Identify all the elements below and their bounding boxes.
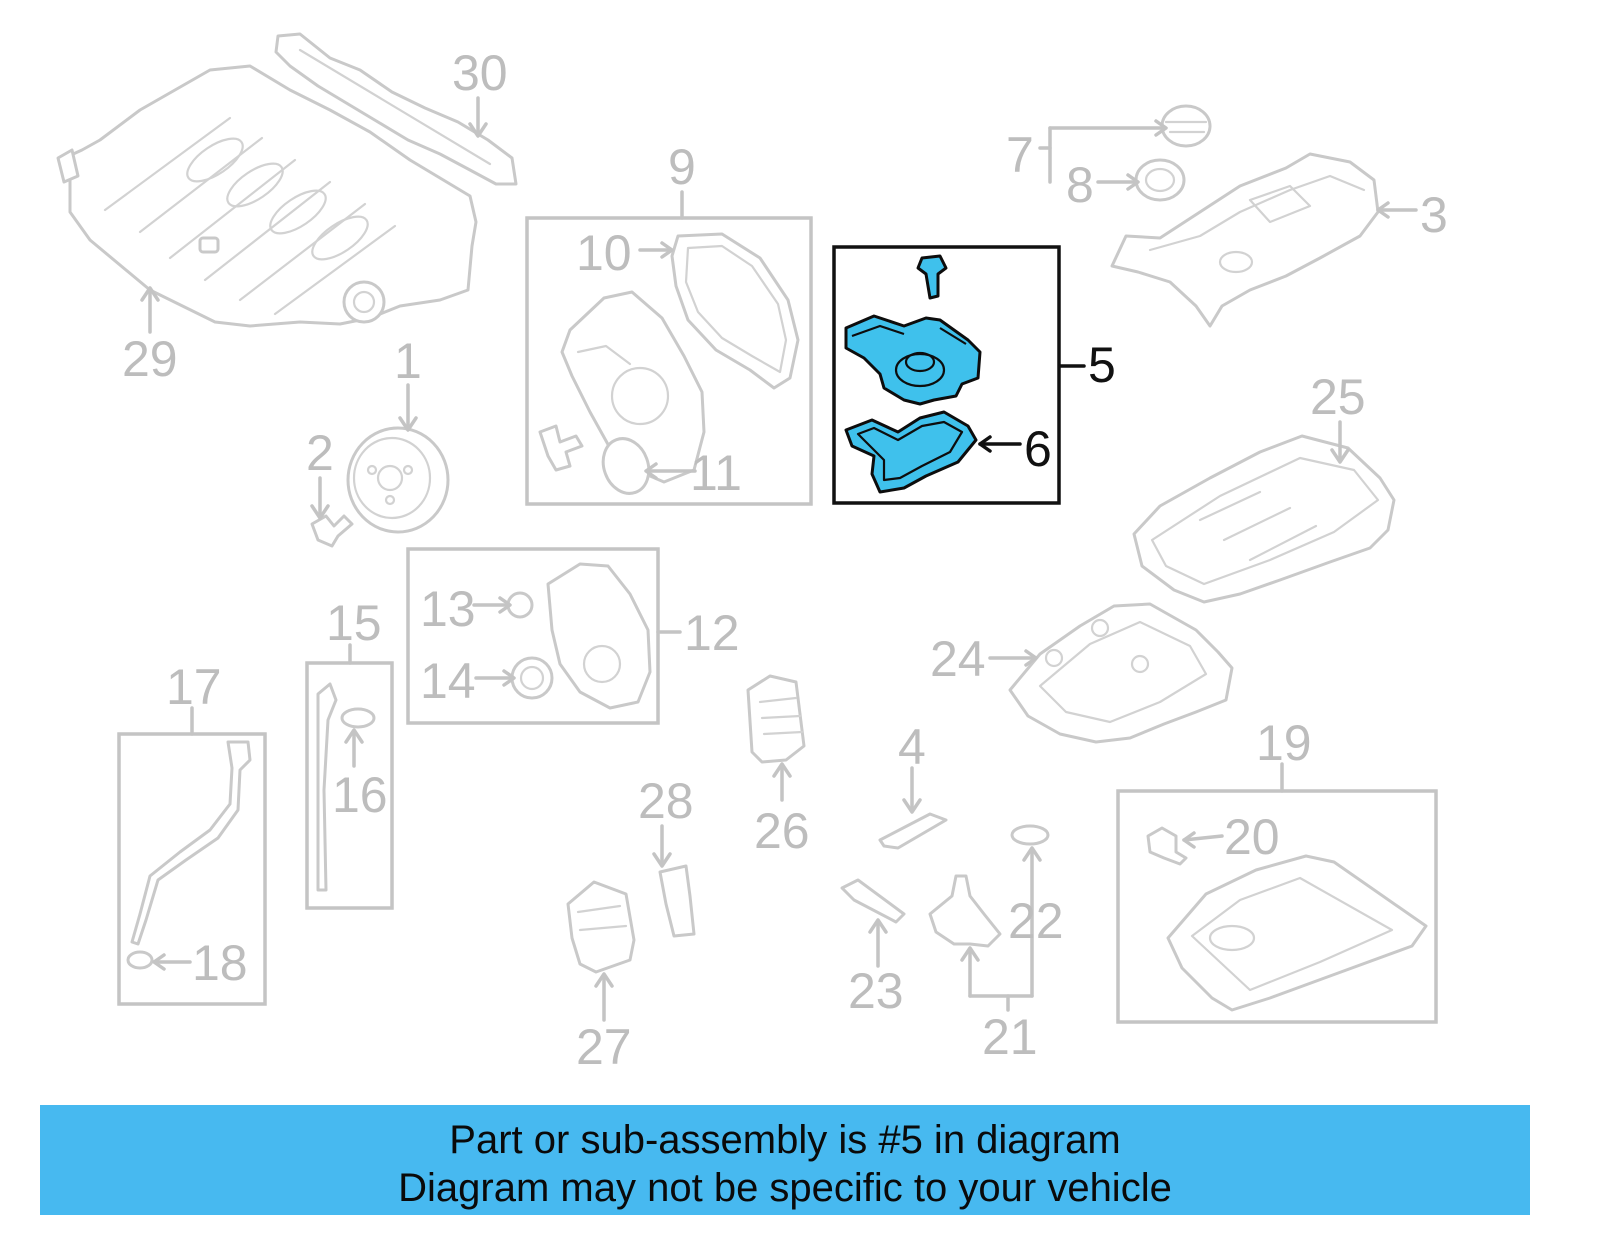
callout-13[interactable]: 13 [420,581,476,637]
part-28-bracket[interactable] [658,864,696,938]
leader-lines [140,96,1418,1022]
callout-24[interactable]: 24 [930,631,986,687]
part-27-oil-cooler[interactable] [566,880,636,974]
callout-12[interactable]: 12 [684,605,740,661]
banner-line-2: Diagram may not be specific to your vehi… [398,1166,1172,1210]
part-21-oil-pump[interactable] [928,874,1002,948]
part-3-valve-cover[interactable] [1110,152,1380,328]
callout-14[interactable]: 14 [420,653,476,709]
part-29-intake-manifold[interactable] [56,64,478,328]
part-1-pulley[interactable] [346,426,450,534]
callout-29[interactable]: 29 [122,331,178,387]
callout-16[interactable]: 16 [332,767,388,823]
part-26-oil-filter[interactable] [746,674,806,764]
part-19-oil-pan[interactable] [1166,854,1428,1012]
part-14-seal[interactable] [510,656,554,700]
part-15-dipstick[interactable] [316,682,338,892]
callout-18[interactable]: 18 [192,935,248,991]
callout-21[interactable]: 21 [982,1009,1038,1065]
banner-line-1: Part or sub-assembly is #5 in diagram [449,1118,1121,1162]
part-4-sensor[interactable] [878,812,948,850]
callout-8[interactable]: 8 [1066,157,1094,213]
callout-23[interactable]: 23 [848,963,904,1019]
callout-7[interactable]: 7 [1006,127,1034,183]
info-banner: Part or sub-assembly is #5 in diagram Di… [40,1105,1530,1215]
part-22-o-ring[interactable] [1010,824,1050,846]
callout-22[interactable]: 22 [1008,893,1064,949]
callout-28[interactable]: 28 [638,773,694,829]
group-box-9 [525,216,813,506]
part-30-gasket[interactable] [274,32,518,186]
callout-17[interactable]: 17 [166,659,222,715]
part-24-lower-housing[interactable] [1008,602,1234,744]
callout-4[interactable]: 4 [898,719,926,775]
part-5-breather-housing[interactable] [844,314,982,406]
callout-30[interactable]: 30 [452,45,508,101]
callout-1[interactable]: 1 [394,333,422,389]
part-23-sensor[interactable] [840,878,906,924]
callout-11[interactable]: 11 [690,445,742,501]
group-box-19 [1116,789,1438,1024]
leader-lines-highlighted [978,364,1086,453]
callout-20[interactable]: 20 [1224,809,1280,865]
part-20-drain-plug[interactable] [1146,826,1188,866]
part-12-front-cover[interactable] [546,562,652,710]
part-10-cover-gasket[interactable] [670,232,800,390]
callout-27[interactable]: 27 [576,1019,632,1075]
part-6-gasket[interactable] [844,410,978,494]
part-17-dipstick-tube[interactable] [130,740,252,946]
callout-19[interactable]: 19 [1256,715,1312,771]
callout-5[interactable]: 5 [1088,337,1116,393]
group-box-12 [406,547,660,725]
part-5-bolt[interactable] [916,254,948,300]
part-16-o-ring[interactable] [340,707,376,729]
cover-bolt[interactable] [538,424,584,472]
part-2-bolt[interactable] [310,514,354,548]
callout-25[interactable]: 25 [1310,369,1366,425]
callout-9[interactable]: 9 [668,139,696,195]
callout-2[interactable]: 2 [306,425,334,481]
part-11-seal[interactable] [596,432,656,500]
callout-10[interactable]: 10 [576,225,632,281]
part-25-oil-pan-upper[interactable] [1132,434,1396,604]
callout-15[interactable]: 15 [326,595,382,651]
callout-26[interactable]: 26 [754,803,810,859]
part-18-o-ring[interactable] [126,950,154,970]
callout-3[interactable]: 3 [1420,187,1448,243]
part-7-cap[interactable] [1160,104,1212,148]
part-8-seal[interactable] [1134,158,1186,202]
callout-6[interactable]: 6 [1024,421,1052,477]
group-box-5 [832,245,1061,505]
callout-labels: 30 29 9 10 11 1 2 5 6 7 8 3 25 24 13 14 … [122,45,1448,1075]
